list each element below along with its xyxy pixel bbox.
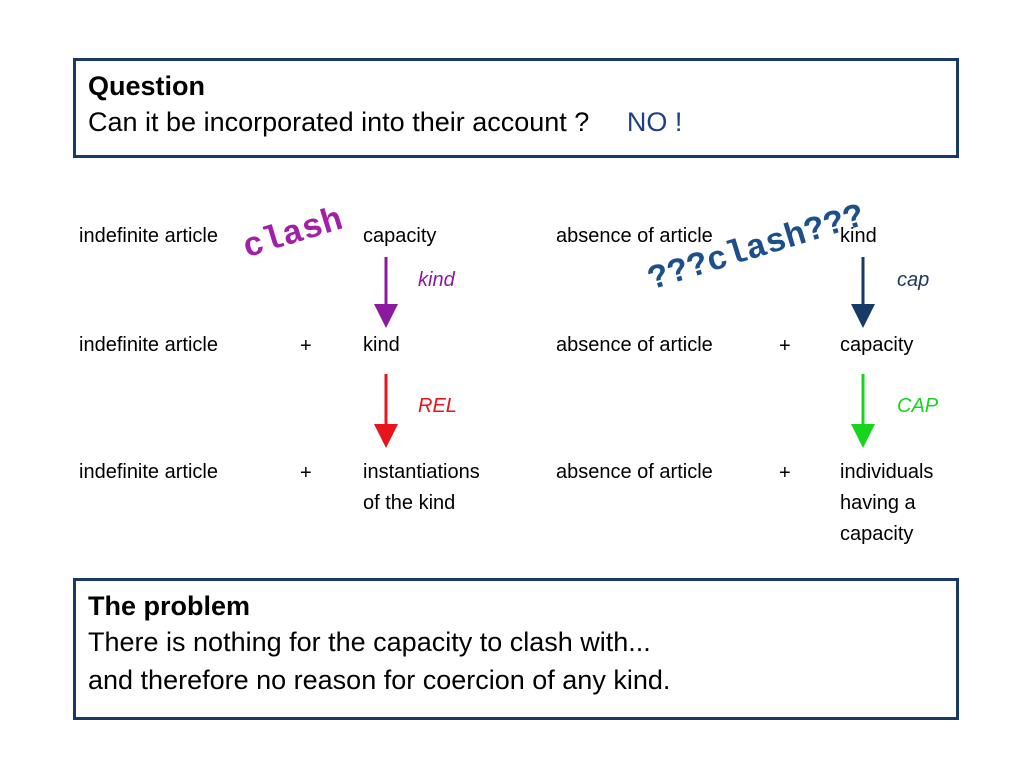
left-arrow2-label: REL <box>418 395 457 417</box>
left-row3-plus: + <box>300 462 312 484</box>
question-line: Can it be incorporated into their accoun… <box>88 103 944 141</box>
right-row2-plus: + <box>779 335 791 357</box>
left-row2-plus: + <box>300 335 312 357</box>
right-row2-term: capacity <box>840 334 914 356</box>
right-row3-term-line1: individuals <box>840 461 934 483</box>
left-row3-term-line1: instantiations <box>363 461 480 483</box>
left-row2-article: indefinite article <box>79 334 218 356</box>
left-row3-article: indefinite article <box>79 461 218 483</box>
problem-line-1: There is nothing for the capacity to cla… <box>88 627 651 657</box>
right-row3-article: absence of article <box>556 461 713 483</box>
question-title: Question <box>88 71 206 101</box>
right-row3-term-line2: having a <box>840 492 916 514</box>
right-row2-article: absence of article <box>556 334 713 356</box>
left-row2-term: kind <box>363 334 400 356</box>
problem-title: The problem <box>88 591 251 621</box>
problem-line-2: and therefore no reason for coercion of … <box>88 665 671 695</box>
right-arrow2-label: CAP <box>897 395 939 417</box>
question-answer: NO ! <box>626 107 683 137</box>
left-row1-term: capacity <box>363 225 437 247</box>
right-row1-term: kind <box>840 225 877 247</box>
left-row3-term-line2: of the kind <box>363 492 456 514</box>
question-text: Can it be incorporated into their accoun… <box>88 107 590 137</box>
right-arrow1-label: cap <box>897 269 930 291</box>
right-row3-plus: + <box>779 462 791 484</box>
left-row1-article: indefinite article <box>79 225 218 247</box>
right-row1-article: absence of article <box>556 225 713 247</box>
problem-box: The problem There is nothing for the cap… <box>73 578 959 720</box>
right-row3-term-line3: capacity <box>840 523 914 545</box>
question-box: Question Can it be incorporated into the… <box>73 58 959 158</box>
left-arrow1-label: kind <box>418 269 455 291</box>
